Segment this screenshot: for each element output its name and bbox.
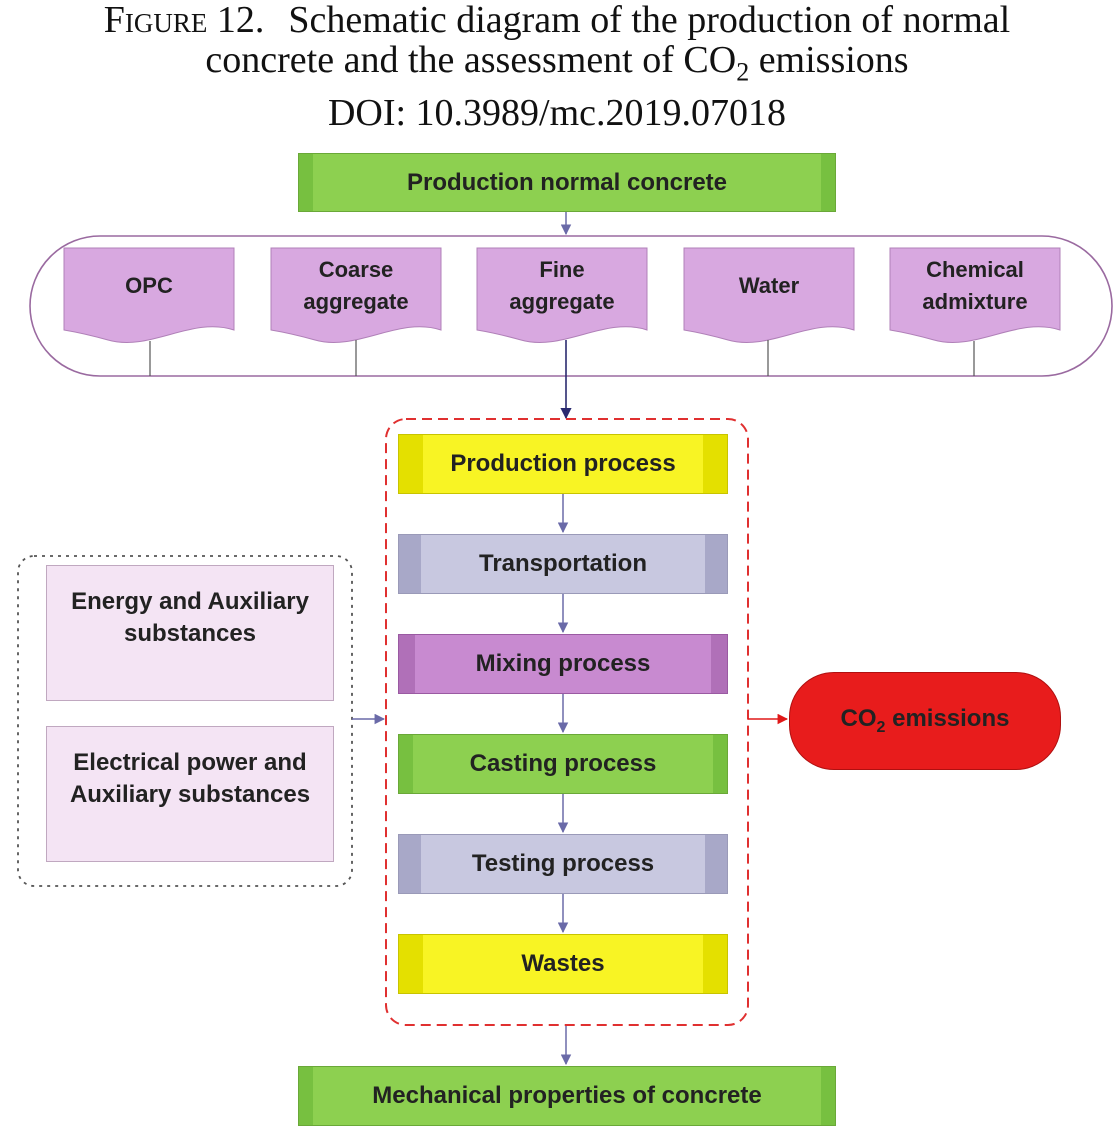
material-doc-admixture — [889, 247, 1061, 343]
mechanical-properties-box: Mechanical properties of concrete — [298, 1066, 836, 1126]
material-coarse-label-1: Coarse — [318, 257, 394, 282]
co2-subscript: 2 — [876, 718, 886, 736]
material-doc-coarse — [270, 247, 442, 343]
caption-title-2a: concrete and the assessment of CO — [205, 39, 737, 81]
material-fine-label-2: aggregate — [509, 289, 615, 314]
process-production: Production process — [398, 434, 728, 494]
material-fine-aggregate: Fine aggregate — [477, 250, 647, 322]
process-mixing: Mixing process — [398, 634, 728, 694]
input-power-label-1: Electrical power and — [73, 749, 307, 776]
material-opc-label: OPC — [125, 273, 173, 298]
process-mixing-label: Mixing process — [475, 650, 651, 677]
process-testing-label: Testing process — [471, 850, 655, 877]
input-power-label-2: Auxiliary substances — [69, 781, 311, 808]
material-opc: OPC — [64, 250, 234, 322]
material-coarse-aggregate: Coarse aggregate — [271, 250, 441, 322]
caption-title-2b: emissions — [749, 39, 909, 81]
co2-emissions-label: CO2 emissions — [841, 705, 1010, 737]
inputs-container — [17, 555, 353, 887]
caption-line-1: Figure 12. Schematic diagram of the produ… — [0, 0, 1114, 40]
process-container — [385, 418, 749, 1026]
figure-caption: Figure 12. Schematic diagram of the produ… — [0, 0, 1114, 133]
material-water-label: Water — [738, 273, 800, 298]
process-production-label: Production process — [450, 450, 676, 477]
process-wastes: Wastes — [398, 934, 728, 994]
material-admixture-label-2: admixture — [922, 289, 1028, 314]
caption-line-2: concrete and the assessment of CO2 emiss… — [0, 40, 1114, 93]
caption-doi: DOI: 10.3989/mc.2019.07018 — [327, 91, 787, 134]
material-doc-fine — [476, 247, 648, 343]
material-admixture-label-1: Chemical — [926, 257, 1024, 282]
co2-emissions: CO2 emissions — [789, 672, 1061, 770]
input-energy-label-2: substances — [123, 620, 257, 647]
mechanical-properties-label: Mechanical properties of concrete — [372, 1082, 762, 1109]
process-transportation-label: Transportation — [478, 550, 647, 577]
material-doc-opc — [63, 247, 235, 343]
input-energy-label-1: Energy and Auxiliary — [71, 588, 309, 615]
process-casting: Casting process — [398, 734, 728, 794]
material-water: Water — [684, 250, 854, 322]
input-electrical-power: Electrical power and Auxiliary substance… — [46, 726, 334, 862]
material-doc-water — [683, 247, 855, 343]
caption-subscript: 2 — [736, 57, 750, 87]
material-coarse-label-2: aggregate — [303, 289, 409, 314]
materials-container — [29, 235, 1113, 377]
material-chemical-admixture: Chemical admixture — [890, 250, 1060, 322]
process-wastes-label: Wastes — [521, 950, 605, 977]
caption-title-1: Schematic diagram of the production of n… — [288, 0, 1011, 41]
production-normal-concrete-box: Production normal concrete — [298, 153, 836, 212]
input-energy-auxiliary: Energy and Auxiliary substances — [46, 565, 334, 701]
process-casting-label: Casting process — [469, 750, 657, 777]
emissions-text: emissions — [885, 705, 1010, 733]
process-transportation: Transportation — [398, 534, 728, 594]
figure-label: Figure 12. — [103, 0, 265, 41]
material-fine-label-1: Fine — [539, 257, 585, 282]
production-normal-concrete-label: Production normal concrete — [406, 168, 728, 196]
co2-text: CO — [840, 705, 877, 733]
process-testing: Testing process — [398, 834, 728, 894]
